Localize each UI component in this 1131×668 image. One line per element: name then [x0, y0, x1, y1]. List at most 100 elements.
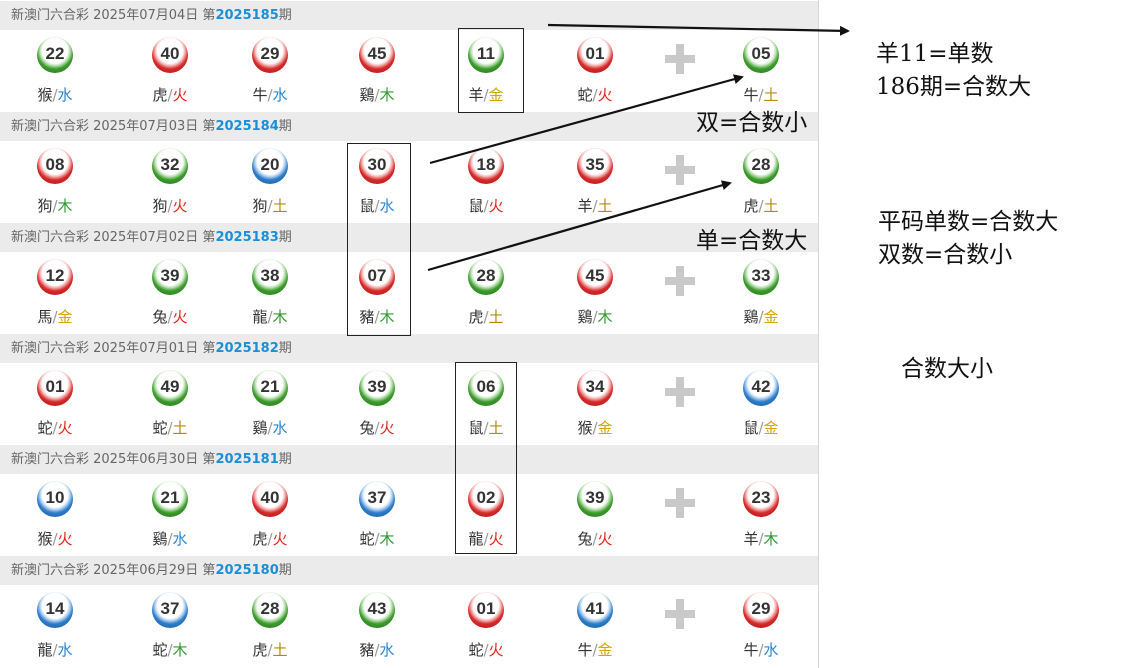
- element: 金: [57, 308, 73, 326]
- note-regular-line1: 平码单数=合数大: [878, 209, 1059, 235]
- number-ball: 39: [359, 370, 395, 406]
- draw-date-label: 新澳门六合彩 2025年07月01日 第: [11, 341, 216, 356]
- number-ball: 38: [252, 259, 288, 295]
- element: 火: [488, 641, 504, 659]
- element: 火: [172, 308, 188, 326]
- number-ball: 12: [37, 259, 73, 295]
- zodiac: 虎: [252, 641, 268, 659]
- zodiac-element-label: 虎/火: [120, 84, 220, 105]
- note-odd: 单=合数大: [696, 228, 808, 254]
- draw-header: 新澳门六合彩 2025年06月29日 第2025180期: [0, 556, 818, 585]
- ball-number: 08: [45, 155, 65, 174]
- element: 土: [763, 86, 779, 104]
- zodiac-element-label: 鷄/木: [327, 84, 427, 105]
- separator: /: [483, 641, 489, 659]
- zodiac-element-label: 豬/水: [327, 639, 427, 660]
- zodiac: 蛇: [152, 419, 168, 437]
- separator: /: [592, 419, 598, 437]
- note-sheep-11-line2: 186期=合数大: [876, 74, 1032, 100]
- number-ball: 28: [252, 592, 288, 628]
- element: 水: [172, 530, 188, 548]
- number-ball: 29: [743, 592, 779, 628]
- zodiac: 狗: [152, 197, 168, 215]
- separator: /: [52, 308, 58, 326]
- ball-number: 29: [751, 599, 771, 618]
- separator: /: [483, 308, 489, 326]
- zodiac-element-label: 龍/木: [220, 306, 320, 327]
- separator: /: [52, 86, 58, 104]
- ball-number: 28: [476, 266, 496, 285]
- element: 水: [272, 419, 288, 437]
- zodiac-element-label: 兔/火: [120, 306, 220, 327]
- separator: /: [52, 530, 58, 548]
- zodiac-element-label: 虎/火: [220, 528, 320, 549]
- separator: /: [758, 308, 764, 326]
- arrow-to-notes: [547, 23, 850, 36]
- number-ball: 42: [743, 370, 779, 406]
- zodiac: 鷄: [743, 308, 759, 326]
- element: 水: [763, 641, 779, 659]
- number-ball: 45: [359, 37, 395, 73]
- element: 金: [763, 419, 779, 437]
- regular-number-cell: 40 虎/火: [120, 30, 220, 112]
- highlight-box-30-07: [347, 143, 411, 336]
- zodiac: 牛: [252, 86, 268, 104]
- ball-number: 28: [260, 599, 280, 618]
- zodiac: 羊: [743, 530, 759, 548]
- number-ball: 30: [359, 148, 395, 184]
- zodiac-element-label: 鼠/火: [436, 195, 536, 216]
- zodiac: 虎: [252, 530, 268, 548]
- plus-icon: [665, 599, 695, 629]
- zodiac-element-label: 鼠/金: [711, 417, 811, 438]
- element: 土: [272, 641, 288, 659]
- zodiac-element-label: 蛇/土: [120, 417, 220, 438]
- issue-number: 2025185: [215, 8, 279, 23]
- separator: /: [758, 419, 764, 437]
- zodiac-element-label: 龍/水: [5, 639, 105, 660]
- ball-number: 45: [585, 266, 605, 285]
- zodiac: 羊: [577, 197, 593, 215]
- ball-number: 20: [260, 155, 280, 174]
- ball-number: 40: [160, 44, 180, 63]
- zodiac-element-label: 兔/火: [327, 417, 427, 438]
- zodiac-element-label: 鼠/水: [327, 195, 427, 216]
- number-ball: 34: [577, 370, 613, 406]
- zodiac: 狗: [252, 197, 268, 215]
- ball-number: 18: [476, 155, 496, 174]
- number-ball: 20: [252, 148, 288, 184]
- separator: /: [167, 308, 173, 326]
- ball-number: 01: [585, 44, 605, 63]
- draw-header: 新澳门六合彩 2025年07月04日 第2025185期: [0, 1, 818, 30]
- element: 土: [488, 308, 504, 326]
- zodiac: 鷄: [152, 530, 168, 548]
- special-number-cell: 42 鼠/金: [711, 363, 811, 445]
- zodiac-element-label: 豬/木: [327, 306, 427, 327]
- separator: /: [267, 641, 273, 659]
- ball-number: 12: [45, 266, 65, 285]
- separator: /: [483, 197, 489, 215]
- zodiac: 虎: [743, 197, 759, 215]
- zodiac-element-label: 虎/土: [711, 195, 811, 216]
- regular-number-cell: 28 虎/土: [220, 585, 320, 667]
- issue-suffix: 期: [278, 119, 292, 134]
- ball-number: 22: [45, 44, 65, 63]
- separator: /: [592, 641, 598, 659]
- zodiac: 鷄: [359, 86, 375, 104]
- ball-number: 49: [160, 377, 180, 396]
- draw-date-label: 新澳门六合彩 2025年07月04日 第: [11, 8, 216, 23]
- zodiac: 龍: [252, 308, 268, 326]
- zodiac-element-label: 猴/水: [5, 84, 105, 105]
- draw-header: 新澳门六合彩 2025年06月30日 第2025181期: [0, 445, 818, 474]
- zodiac-element-label: 猴/火: [5, 528, 105, 549]
- separator: /: [374, 197, 380, 215]
